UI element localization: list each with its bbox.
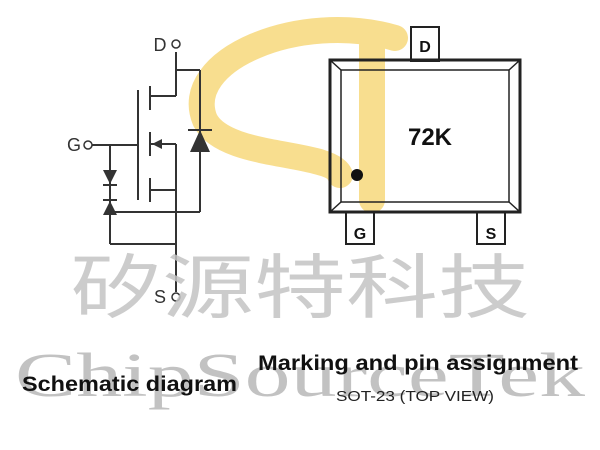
logo-watermark	[188, 17, 408, 213]
sot23-package	[328, 26, 522, 245]
channel-arrow-icon	[152, 139, 162, 149]
mosfet-schematic	[92, 52, 201, 292]
package-pin-d-label: D	[419, 39, 431, 56]
package-body-outer	[328, 58, 522, 214]
package-pin-s-label: S	[486, 226, 497, 243]
package-pin-g-label: G	[354, 226, 366, 243]
pin-g-pad	[345, 211, 375, 245]
schematic-pin-g: G	[67, 135, 81, 155]
schematic-pin-d: D	[154, 35, 167, 55]
pin1-dot-icon	[351, 169, 363, 181]
schematic-pin-s: S	[154, 287, 166, 307]
drain-terminal-icon	[171, 39, 181, 49]
gate-terminal-icon	[83, 140, 93, 150]
package-body-inner	[340, 69, 510, 203]
watermark-english: ChipSourceTek	[15, 342, 585, 410]
source-terminal-icon	[171, 292, 181, 302]
esd-diode-lower-icon	[103, 201, 117, 215]
schematic-caption: Schematic diagram	[22, 373, 237, 396]
watermark-chinese: 矽源特科技	[70, 247, 530, 329]
body-diode-icon	[190, 130, 210, 152]
package-marking: 72K	[408, 124, 453, 151]
esd-diode-upper-icon	[103, 170, 117, 184]
package-caption: Marking and pin assignment	[258, 352, 578, 375]
package-subcaption: SOT-23 (TOP VIEW)	[336, 388, 494, 405]
